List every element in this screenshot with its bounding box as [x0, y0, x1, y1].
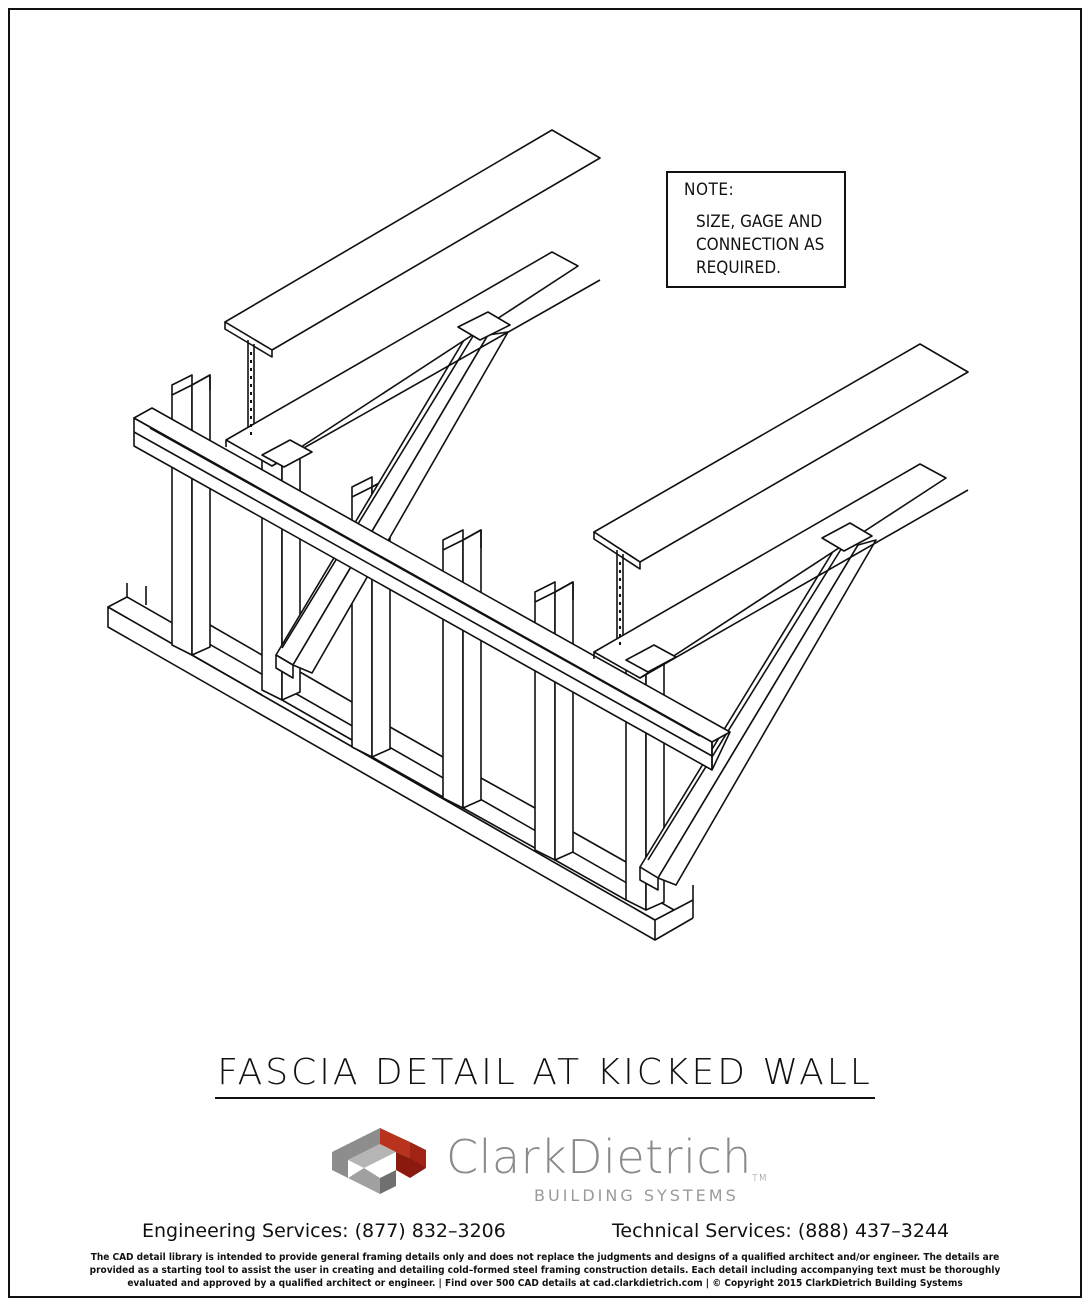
brand-trademark: TM: [751, 1173, 768, 1184]
technical-services: Technical Services: (888) 437–3244: [612, 1220, 950, 1242]
note-line: SIZE, GAGE AND: [696, 212, 823, 232]
drawing-title: FASCIA DETAIL AT KICKED WALL: [0, 1052, 1090, 1099]
brand-name-text: ClarkDietrich: [446, 1130, 752, 1184]
connection-clips: [261, 311, 873, 673]
drawing-sheet-border: [8, 8, 1082, 1298]
note-line: CONNECTION AS: [696, 235, 825, 255]
disclaimer-line: provided as a starting tool to assist th…: [89, 1265, 1001, 1276]
note-title: NOTE:: [684, 180, 735, 200]
right-kicker-brace: [639, 537, 877, 891]
disclaimer-line: evaluated and approved by a qualified ar…: [127, 1278, 963, 1289]
drawing-title-text: FASCIA DETAIL AT KICKED WALL: [215, 1052, 875, 1099]
clarkdietrich-logo-icon: [332, 1128, 426, 1194]
bottom-track: [107, 583, 694, 941]
note-body: SIZE, GAGE AND CONNECTION AS REQUIRED.: [696, 211, 846, 280]
engineering-services: Engineering Services: (877) 832–3206: [142, 1220, 506, 1242]
right-joist: [593, 343, 969, 679]
left-joist: [224, 129, 601, 467]
disclaimer: The CAD detail library is intended to pr…: [24, 1251, 1066, 1290]
isometric-framing-drawing: [107, 129, 969, 941]
note-box: NOTE: SIZE, GAGE AND CONNECTION AS REQUI…: [666, 171, 846, 288]
bottom-blocking: [191, 624, 627, 901]
disclaimer-line: The CAD detail library is intended to pr…: [90, 1252, 1000, 1263]
fascia-channel: [133, 407, 731, 771]
brand-name: ClarkDietrichTM: [446, 1130, 768, 1184]
brand-subtitle: BUILDING SYSTEMS: [534, 1186, 739, 1205]
note-line: REQUIRED.: [696, 258, 781, 278]
joist-web-holes: [250, 352, 621, 650]
